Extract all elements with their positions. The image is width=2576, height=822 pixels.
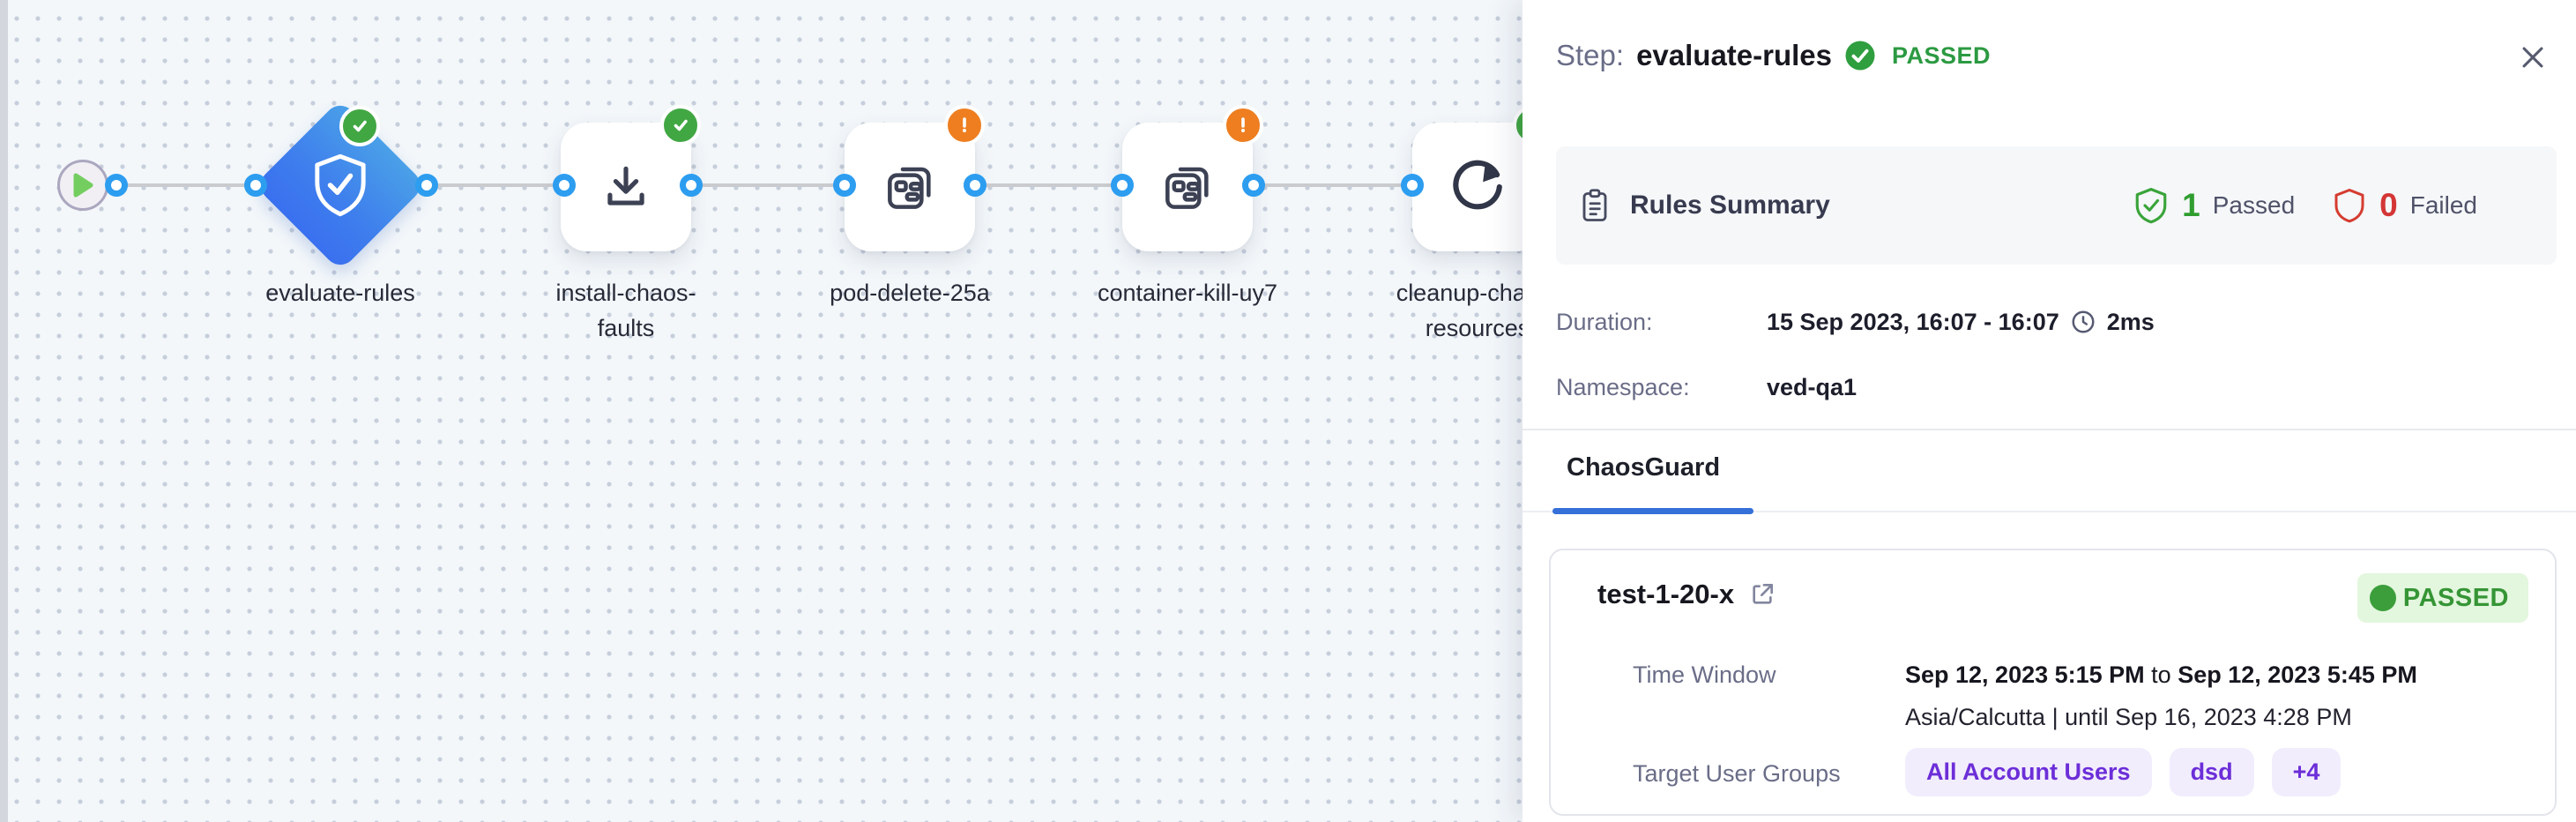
- tab-chaosguard[interactable]: ChaosGuard: [1567, 453, 1721, 482]
- status-badge-warning-pod-delete: [944, 105, 985, 146]
- time-window-to: Sep 12, 2023 5:45 PM: [2178, 661, 2417, 688]
- port-install-out[interactable]: [680, 174, 703, 197]
- status-badge-warning-container-kill: [1223, 105, 1263, 146]
- rules-summary-box: Rules Summary 1 Passed 0 Failed: [1556, 146, 2557, 265]
- duration-value: 15 Sep 2023, 16:07 - 16:07: [1767, 308, 2059, 335]
- step-status-text: PASSED: [1892, 42, 1992, 69]
- node-label-container-kill-uy7: container-kill-uy7: [1097, 280, 1278, 306]
- check-circle-icon: [1844, 40, 1876, 71]
- time-window-join: to: [2144, 661, 2178, 688]
- step-header: Step: evaluate-rules PASSED: [1556, 35, 1991, 76]
- port-container-kill-in[interactable]: [1111, 174, 1134, 197]
- port-evaluate-rules-in[interactable]: [244, 174, 267, 197]
- rule-status-badge: PASSED: [2356, 573, 2528, 623]
- node-pod-delete-25a[interactable]: [845, 123, 975, 251]
- download-icon: [599, 160, 653, 214]
- clock-icon: [2070, 309, 2096, 335]
- node-install-chaos-faults[interactable]: [561, 123, 691, 251]
- rule-status-text: PASSED: [2402, 583, 2509, 612]
- close-icon[interactable]: [2516, 41, 2550, 74]
- shield-check-icon: [311, 153, 369, 217]
- status-badge-passed-evaluate-rules: [339, 106, 380, 146]
- duration-row: Duration: 15 Sep 2023, 16:07 - 16:07 2ms: [1556, 303, 2155, 340]
- port-install-in[interactable]: [553, 174, 576, 197]
- shield-failed-icon: [2332, 186, 2367, 225]
- status-dot-icon: [2369, 585, 2396, 611]
- pipeline-connector-line: [83, 183, 1553, 187]
- time-window-from: Sep 12, 2023 5:15 PM: [1905, 661, 2145, 688]
- rule-name-link[interactable]: test-1-20-x: [1597, 579, 1735, 609]
- tab-bar: ChaosGuard: [1523, 446, 2576, 514]
- step-details-panel: Step: evaluate-rules PASSED Rules Summar…: [1523, 0, 2576, 822]
- user-group-chip[interactable]: All Account Users: [1905, 748, 2152, 796]
- port-cleanup-in[interactable]: [1401, 174, 1424, 197]
- node-container-kill-uy7[interactable]: [1122, 123, 1253, 251]
- retry-icon: [1449, 159, 1506, 215]
- time-window-label: Time Window: [1633, 661, 1776, 688]
- node-label-install-chaos-faults: install-chaos-faults: [555, 280, 696, 341]
- chaos-fault-icon: [1159, 159, 1216, 215]
- active-tab-underline: [1552, 508, 1753, 514]
- rules-summary-label: Rules Summary: [1630, 191, 1830, 220]
- node-label-evaluate-rules: evaluate-rules: [265, 280, 415, 306]
- canvas-left-edge: [0, 0, 8, 822]
- failed-label: Failed: [2409, 191, 2477, 219]
- failed-count: 0: [2379, 187, 2398, 223]
- namespace-label: Namespace:: [1556, 373, 1690, 400]
- duration-elapsed: 2ms: [2106, 308, 2155, 335]
- node-label-pod-delete-25a: pod-delete-25a: [830, 280, 990, 306]
- target-user-groups-label: Target User Groups: [1633, 760, 1841, 787]
- time-window-value: Sep 12, 2023 5:15 PM to Sep 12, 2023 5:4…: [1905, 660, 2417, 690]
- port-pod-delete-in[interactable]: [833, 174, 856, 197]
- step-title: evaluate-rules: [1636, 39, 1833, 71]
- pipeline-start-node[interactable]: [57, 160, 108, 211]
- passed-label: Passed: [2212, 191, 2296, 219]
- passed-count: 1: [2182, 187, 2200, 223]
- chaosguard-rule-card: test-1-20-x PASSED Time Window Sep 12, 2…: [1549, 549, 2557, 816]
- user-group-chip-more[interactable]: +4: [2271, 748, 2341, 796]
- namespace-value: ved-qa1: [1767, 373, 1858, 400]
- duration-label: Duration:: [1556, 308, 1653, 335]
- clipboard-icon: [1579, 187, 1611, 224]
- section-divider: [1523, 429, 2576, 430]
- namespace-row: Namespace: ved-qa1: [1556, 369, 1857, 406]
- play-icon: [71, 172, 94, 198]
- step-title-prefix: Step:: [1556, 39, 1625, 71]
- chaos-fault-icon: [882, 159, 938, 215]
- shield-passed-icon: [2133, 186, 2170, 225]
- timezone-line: Asia/Calcutta | until Sep 16, 2023 4:28 …: [1905, 704, 2352, 730]
- rules-counts: 1 Passed 0 Failed: [2133, 186, 2477, 225]
- target-user-groups: All Account Users dsd +4: [1905, 748, 2341, 796]
- port-evaluate-rules-out[interactable]: [415, 174, 438, 197]
- node-cleanup-chaos-resources[interactable]: [1412, 123, 1543, 251]
- port-start-out[interactable]: [105, 174, 128, 197]
- user-group-chip[interactable]: dsd: [2169, 748, 2254, 796]
- port-pod-delete-out[interactable]: [964, 174, 986, 197]
- status-badge-passed-install: [660, 105, 701, 146]
- port-container-kill-out[interactable]: [1242, 174, 1265, 197]
- external-link-icon[interactable]: [1748, 580, 1776, 609]
